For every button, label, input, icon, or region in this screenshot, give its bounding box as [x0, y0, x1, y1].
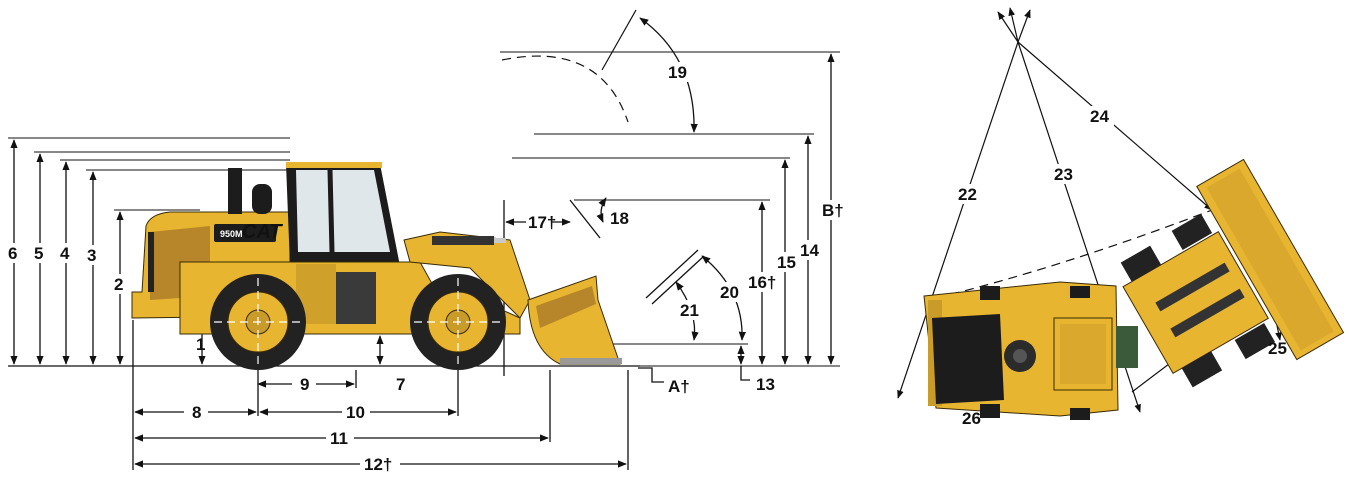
cat-logo: CAT: [242, 221, 283, 243]
top-view: 22 23 24 25 26: [897, 7, 1345, 428]
label-1: 1: [196, 335, 205, 354]
label-23: 23: [1054, 165, 1073, 184]
label-12: 12†: [364, 455, 392, 474]
label-16: 16†: [748, 273, 776, 292]
label-10: 10: [346, 403, 365, 422]
label-7: 7: [396, 375, 405, 394]
label-20: 20: [720, 283, 739, 302]
label-22: 22: [958, 185, 977, 204]
rear-wheel: [210, 274, 306, 370]
label-B: B†: [822, 201, 844, 220]
model-badge: 950M: [220, 229, 243, 239]
side-view: 950M CAT: [6, 9, 848, 474]
label-15: 15: [777, 253, 796, 272]
label-14: 14: [800, 241, 819, 260]
label-19: 19: [668, 63, 687, 82]
label-A: A†: [668, 377, 690, 396]
loader-top-illustration: [923, 158, 1345, 420]
right-height-arrows: [737, 53, 835, 381]
label-2: 2: [114, 275, 123, 294]
label-26: 26: [962, 409, 981, 428]
label-11: 11: [330, 429, 348, 448]
label-4: 4: [60, 244, 70, 263]
front-wheel: [410, 274, 506, 370]
loader-side-illustration: 950M CAT: [131, 162, 622, 370]
label-9: 9: [300, 375, 309, 394]
top-view-labels: 22 23 24 25 26: [956, 106, 1287, 428]
label-3: 3: [87, 246, 96, 265]
label-17: 17†: [528, 213, 556, 232]
label-24: 24: [1090, 107, 1109, 126]
label-18: 18: [610, 209, 629, 228]
label-25: 25: [1268, 339, 1287, 358]
label-8: 8: [192, 403, 201, 422]
label-13: 13: [756, 375, 775, 394]
label-6: 6: [8, 244, 17, 263]
side-view-labels: 6 5 4 3 2 1 7 9 8 10 11 12† 13 A† 14: [6, 62, 848, 474]
label-21: 21: [680, 301, 699, 320]
label-5: 5: [34, 244, 43, 263]
